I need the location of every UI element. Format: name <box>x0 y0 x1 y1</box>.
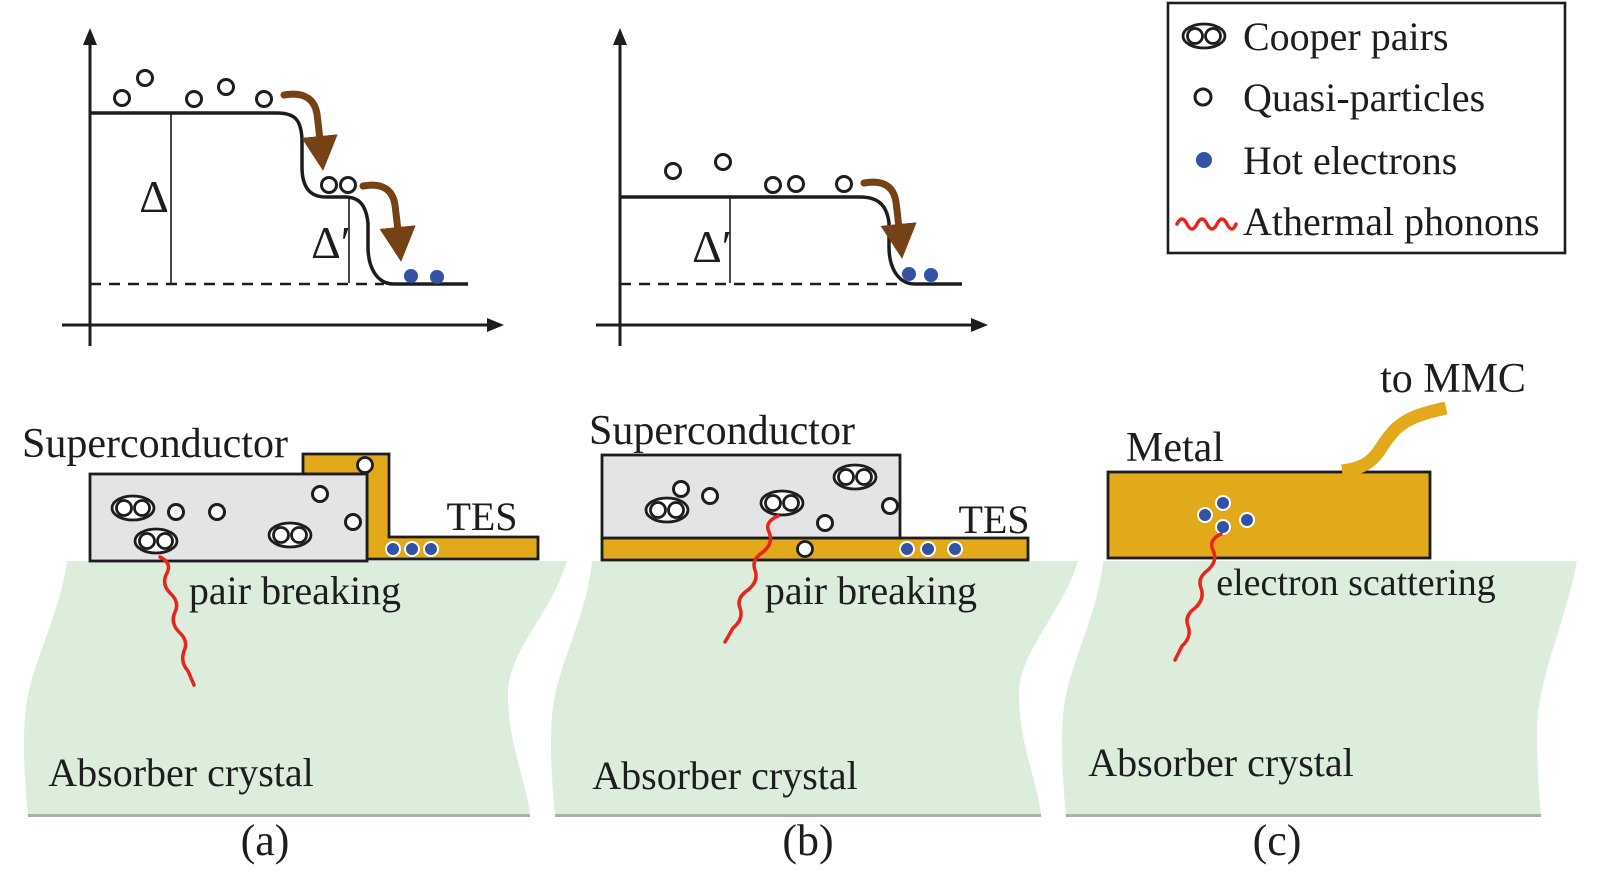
quasi-particle <box>881 497 899 515</box>
cooper-pair <box>133 527 179 555</box>
hot-electron <box>1239 512 1255 528</box>
film-label: Superconductor <box>22 421 288 467</box>
hot-electron <box>899 541 915 557</box>
hot-electron <box>902 267 916 281</box>
mmc-wire <box>1341 401 1448 478</box>
cooper-pair <box>759 489 805 517</box>
hot-electron <box>385 541 401 557</box>
y-axis-arrowhead <box>613 28 627 45</box>
gap-prime-label: Δ′ <box>311 217 351 268</box>
absorber-crystal <box>1061 561 1577 815</box>
quasi-particle <box>208 503 226 521</box>
legend-label: Hot electrons <box>1243 138 1457 183</box>
quasi-particle <box>113 89 131 107</box>
energy-diagram-b: Δ′ <box>596 28 988 346</box>
absorber-crystal <box>23 561 568 815</box>
hot-electron <box>924 268 938 282</box>
panel-b: Superconductor TES pair breaking Absorbe… <box>550 408 1078 865</box>
quasi-particle <box>217 78 235 96</box>
quasi-particle <box>167 503 185 521</box>
hot-electron <box>1197 507 1213 523</box>
hot-electron-icon <box>1196 152 1212 168</box>
hot-electron <box>430 270 444 284</box>
quasi-particle <box>311 485 329 503</box>
cooper-pair <box>832 463 878 491</box>
panel-caption: (a) <box>241 816 290 865</box>
panel-c: Metal to MMC electron scattering Absorbe… <box>1061 356 1577 865</box>
quasi-particle <box>185 90 203 108</box>
legend-item-cooper-pairs: Cooper pairs <box>1181 14 1449 59</box>
quasi-particle <box>816 514 834 532</box>
panel-caption: (c) <box>1253 816 1302 865</box>
film-label: Superconductor <box>589 408 855 454</box>
hot-electron <box>947 541 963 557</box>
quasi-particle <box>714 153 732 171</box>
cooper-pair <box>110 494 156 522</box>
sensor-label: TES <box>446 494 517 539</box>
phonon-squiggle <box>158 555 196 687</box>
metal-block <box>1106 470 1432 560</box>
gap-label: Δ <box>139 171 169 222</box>
process-label: pair breaking <box>765 568 977 613</box>
panel-caption: (b) <box>782 816 833 865</box>
quasi-particle <box>664 162 682 180</box>
process-label: pair breaking <box>189 568 401 613</box>
quasi-particle <box>255 90 273 108</box>
legend-label: Cooper pairs <box>1243 14 1449 59</box>
hot-electron <box>920 541 936 557</box>
quasi-particle <box>344 513 362 531</box>
hot-electron <box>1215 495 1231 511</box>
relaxation-arrow <box>860 178 917 259</box>
quasi-particle <box>672 480 690 498</box>
hot-electron <box>404 541 420 557</box>
absorber-crystal <box>550 561 1078 815</box>
cooper-pair-icon <box>1181 22 1227 50</box>
energy-diagram-a: Δ Δ′ <box>62 28 504 346</box>
quasi-particle <box>764 176 782 194</box>
hot-electron <box>423 541 439 557</box>
substrate-label: Absorber crystal <box>48 750 313 795</box>
substrate-label: Absorber crystal <box>592 753 857 798</box>
wire-label: to MMC <box>1380 356 1526 402</box>
phonon-squiggle-icon <box>1175 217 1238 231</box>
y-axis-arrowhead <box>83 28 97 45</box>
quasi-particle <box>701 487 719 505</box>
legend-item-athermal-phonons: Athermal phonons <box>1175 199 1540 244</box>
quasi-particle <box>320 176 338 194</box>
quasi-particle <box>339 176 357 194</box>
legend: Cooper pairs Quasi-particles Hot electro… <box>1166 1 1567 255</box>
legend-item-quasi-particles: Quasi-particles <box>1193 75 1485 120</box>
x-axis-arrowhead <box>971 318 988 332</box>
legend-box <box>1166 1 1567 255</box>
quasi-particle <box>136 69 154 87</box>
cooper-pair <box>267 521 313 549</box>
relaxation-arrow <box>359 181 416 262</box>
quasi-particle <box>356 456 374 474</box>
hot-electron <box>404 269 418 283</box>
legend-item-hot-electrons: Hot electrons <box>1196 138 1457 183</box>
film-label: Metal <box>1126 425 1224 471</box>
quasi-particle <box>835 175 853 193</box>
panel-a: Superconductor TES pair breaking Absorbe… <box>22 421 568 865</box>
quasi-particle-icon <box>1193 87 1213 107</box>
process-label: electron scattering <box>1216 562 1496 604</box>
quasi-particle <box>787 175 805 193</box>
substrate-label: Absorber crystal <box>1088 740 1353 785</box>
gap-prime-label: Δ′ <box>692 221 732 272</box>
x-axis-arrowhead <box>487 318 504 332</box>
phonon-squiggle <box>723 514 780 644</box>
hot-electron <box>1215 519 1231 535</box>
sensor-label: TES <box>958 497 1029 542</box>
phonon-squiggle <box>1173 532 1223 662</box>
relaxation-arrow <box>280 90 338 171</box>
energy-level-curve <box>90 111 468 286</box>
quasi-particle <box>796 540 814 558</box>
legend-label: Athermal phonons <box>1243 199 1540 244</box>
cooper-pair <box>644 496 690 524</box>
legend-label: Quasi-particles <box>1243 75 1485 120</box>
